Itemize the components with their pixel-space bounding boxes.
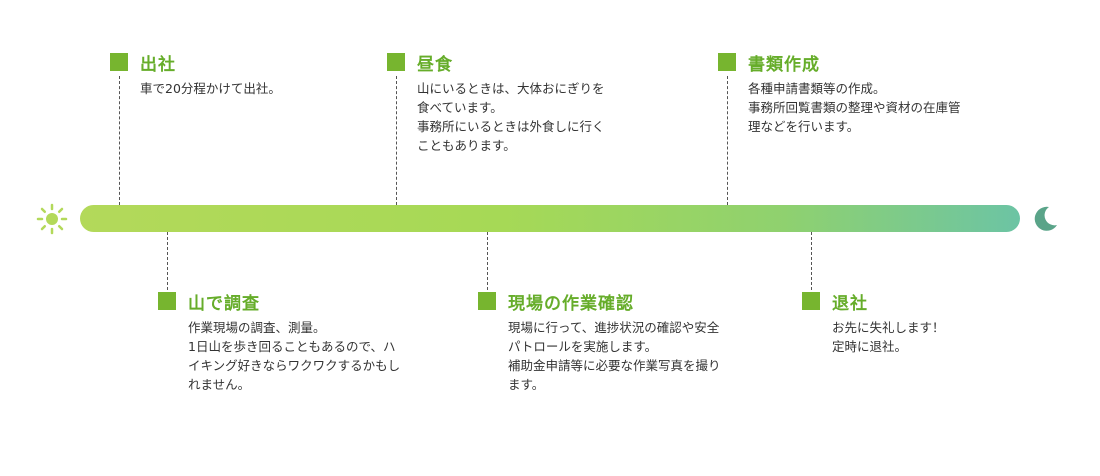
event-shussha: 出社 車で20分程かけて出社。 [110,51,281,98]
event-line: 定時に退社。 [832,339,908,354]
event-line: 車で20分程かけて出社。 [140,81,281,96]
event-description: 作業現場の調査、測量。 1日山を歩き回ることもあるので、ハ イキング好きならワク… [188,318,400,394]
event-line: パトロールを実施します。 [508,339,658,354]
event-title: 出社 [140,54,176,75]
event-line: 補助金申請等に必要な作業写真を撮り [508,358,721,373]
event-line: 食べています。 [417,100,503,115]
event-description: 現場に行って、進捗状況の確認や安全 パトロールを実施します。 補助金申請等に必要… [508,318,721,394]
event-line: 現場に行って、進捗状況の確認や安全 [508,320,720,335]
connector-line [487,232,488,290]
event-line: ます。 [508,377,545,392]
event-genba-sagyo-kakunin: 現場の作業確認 現場に行って、進捗状況の確認や安全 パトロールを実施します。 補… [478,290,721,394]
event-line: 理などを行います。 [748,119,860,134]
connector-line [727,76,728,205]
event-line: 1日山を歩き回ることもあるので、ハ [188,339,396,354]
event-line: 各種申請書類等の作成。 [748,81,886,96]
event-line: イキング好きならワクワクするかもし [188,358,401,373]
event-line: 事務所にいるときは外食しに行く [417,119,605,134]
event-title: 昼食 [417,54,453,75]
sun-icon [36,203,68,235]
event-description: お先に失礼します！ 定時に退社。 [832,318,945,356]
event-description: 車で20分程かけて出社。 [140,79,281,98]
event-taisha: 退社 お先に失礼します！ 定時に退社。 [802,290,945,356]
event-marker [110,53,128,71]
event-title: 退社 [832,293,868,314]
event-description: 各種申請書類等の作成。 事務所回覧書類の整理や資材の在庫管 理などを行います。 [748,79,961,136]
event-marker [158,292,176,310]
event-marker [718,53,736,71]
event-marker [802,292,820,310]
event-line: 山にいるときは、大体おにぎりを [417,81,605,96]
event-marker [478,292,496,310]
event-shorui-sakusei: 書類作成 各種申請書類等の作成。 事務所回覧書類の整理や資材の在庫管 理などを行… [718,51,961,136]
event-line: お先に失礼します！ [832,320,945,335]
event-description: 山にいるときは、大体おにぎりを 食べています。 事務所にいるときは外食しに行く … [417,79,605,155]
event-marker [387,53,405,71]
event-line: こともあります。 [417,138,516,153]
event-line: 作業現場の調査、測量。 [188,320,326,335]
connector-line [811,232,812,290]
event-chushoku: 昼食 山にいるときは、大体おにぎりを 食べています。 事務所にいるときは外食しに… [387,51,605,155]
connector-line [119,76,120,205]
connector-line [167,232,168,290]
event-yama-de-chosa: 山で調査 作業現場の調査、測量。 1日山を歩き回ることもあるので、ハ イキング好… [158,290,400,394]
event-title: 書類作成 [748,54,820,75]
event-line: 事務所回覧書類の整理や資材の在庫管 [748,100,961,115]
moon-icon [1034,206,1057,231]
connector-line [396,76,397,205]
event-title: 現場の作業確認 [508,293,634,314]
timeline-bar [80,205,1020,232]
event-title: 山で調査 [188,293,260,314]
event-line: れません。 [188,377,251,392]
